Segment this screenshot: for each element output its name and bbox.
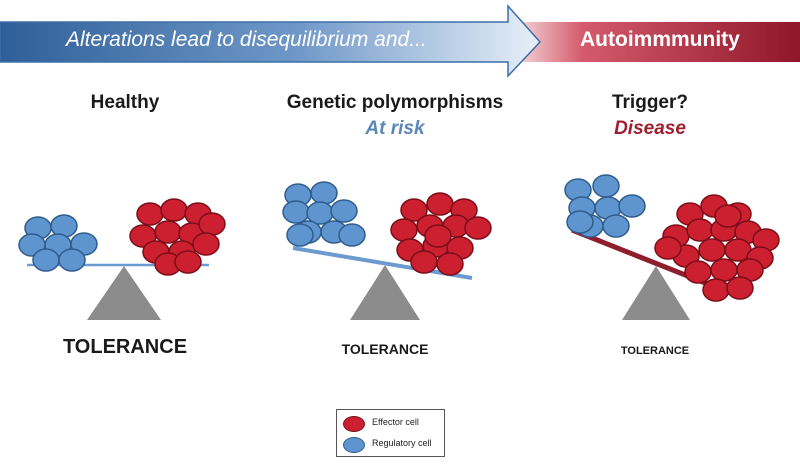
seesaw-healthy [18, 198, 226, 320]
regulatory-cell-cluster [282, 181, 366, 247]
seesaw-at-risk [282, 181, 492, 320]
fulcrum-triangle [622, 266, 690, 320]
effector-cell [410, 250, 438, 274]
effector-cell [390, 218, 418, 242]
fulcrum-triangle [350, 265, 420, 320]
effector-cell [400, 198, 428, 222]
fulcrum-triangle [87, 266, 161, 320]
regulatory-cell [286, 223, 314, 247]
effector-cell [710, 258, 738, 282]
regulatory-cell [330, 199, 358, 223]
effector-cell [154, 220, 182, 244]
effector-cell [464, 216, 492, 240]
regulatory-cell [58, 248, 86, 272]
regulatory-cell [32, 248, 60, 272]
effector-cell [160, 198, 188, 222]
panel-subtitle-at-risk: At risk [365, 118, 425, 139]
panel-title-genetic: Genetic polymorphisms [286, 92, 504, 113]
tolerance-label-at-risk: TOLERANCE [341, 341, 429, 357]
regulatory-cell [602, 214, 630, 238]
banner-arrow [0, 4, 800, 78]
effector-cell [192, 232, 220, 256]
effector-cell [726, 276, 754, 300]
effector-cell [702, 278, 730, 302]
effector-cell [684, 260, 712, 284]
regulatory-cell [310, 181, 338, 205]
regulatory-cell [282, 200, 310, 224]
banner-right-text: Autoimmmunity [580, 28, 740, 51]
effector-cell [714, 204, 742, 228]
regulatory-cell-cluster [564, 174, 646, 238]
seesaw-disease [564, 174, 780, 320]
effector-cell [198, 212, 226, 236]
effector-cell [686, 218, 714, 242]
effector-cell-cluster [654, 194, 780, 302]
banner-blue-arrow [0, 4, 542, 78]
legend-label-effector: Effector cell [372, 417, 419, 427]
regulatory-cell [618, 194, 646, 218]
effector-cell [424, 224, 452, 248]
panel-title-trigger: Trigger? [611, 92, 688, 113]
regulatory-cell [566, 210, 594, 234]
legend: Effector cell Regulatory cell [336, 409, 445, 457]
regulatory-cell-icon [343, 437, 365, 453]
effector-cell [436, 252, 464, 276]
panel-title-healthy: Healthy [90, 92, 160, 113]
regulatory-cell [338, 223, 366, 247]
panel-subtitle-disease: Disease [614, 118, 686, 139]
tolerance-label-disease: TOLERANCE [620, 345, 690, 357]
effector-cell-cluster [390, 192, 492, 276]
effector-cell [426, 192, 454, 216]
banner-red-band [510, 22, 800, 62]
effector-cell [136, 202, 164, 226]
effector-cell [654, 236, 682, 260]
effector-cell-cluster [129, 198, 226, 276]
effector-cell-icon [343, 416, 365, 432]
effector-cell [698, 238, 726, 262]
regulatory-cell [592, 174, 620, 198]
legend-label-regulatory: Regulatory cell [372, 438, 432, 448]
effector-cell [174, 250, 202, 274]
banner-left-text: Alterations lead to disequilibrium and..… [66, 28, 427, 51]
regulatory-cell-cluster [18, 214, 98, 272]
tolerance-label-healthy: TOLERANCE [62, 336, 188, 358]
